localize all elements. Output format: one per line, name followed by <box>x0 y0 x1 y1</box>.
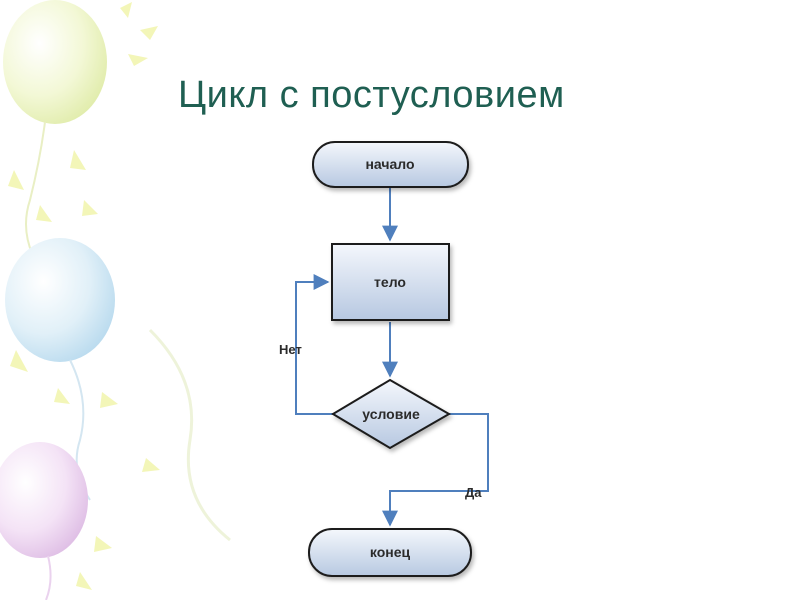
arrow-no-loop <box>295 274 333 415</box>
node-start-label: начало <box>365 156 414 172</box>
streamer-decoration <box>148 328 231 542</box>
node-end: конец <box>308 528 472 577</box>
node-body: тело <box>331 243 450 321</box>
node-body-label: тело <box>374 274 406 290</box>
node-condition: условие <box>331 378 452 450</box>
edge-label-no: Нет <box>279 342 302 357</box>
connectors <box>295 188 489 527</box>
node-end-label: конец <box>370 544 411 560</box>
pink-balloon-icon <box>0 442 160 600</box>
node-condition-label: условие <box>362 406 420 422</box>
arrow-yes-to-end <box>382 413 489 527</box>
yellow-balloon-icon <box>3 0 158 261</box>
page-title: Цикл с постусловием <box>178 74 565 116</box>
node-start: начало <box>312 141 469 188</box>
edge-label-yes: Да <box>465 485 482 500</box>
